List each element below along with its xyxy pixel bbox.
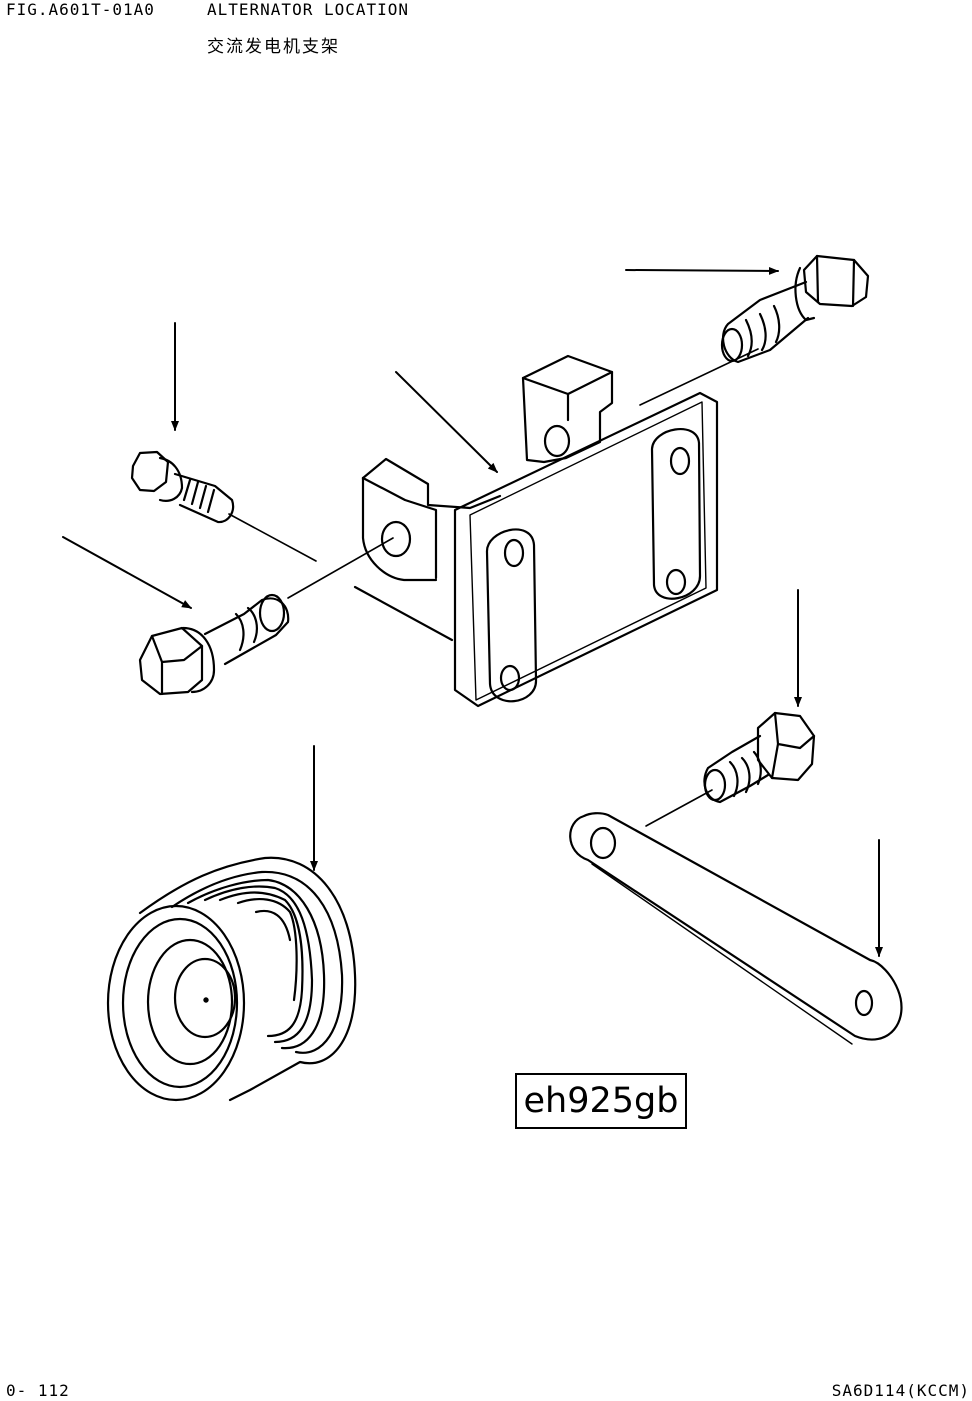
- flange-bolt-icon: [138, 593, 290, 696]
- assembly-lines: [228, 348, 759, 827]
- pulley-icon: [106, 856, 357, 1102]
- adjusting-link-icon: [569, 812, 903, 1045]
- flange-bolt-icon: [130, 450, 235, 524]
- reference-code-box: eh925gb: [515, 1073, 687, 1129]
- page-title: ALTERNATOR LOCATION: [207, 0, 410, 19]
- arrow-to-top-right-bolt: [625, 266, 779, 275]
- pointer-arrows: [62, 266, 883, 957]
- page-title-chinese: 交流发电机支架: [207, 37, 340, 57]
- model-code: SA6D114(KCCM): [831, 1381, 970, 1400]
- flange-bolt-icon: [720, 254, 870, 364]
- hex-bolt-icon: [703, 711, 816, 804]
- arrow-to-left-bolt: [62, 536, 192, 609]
- page-number: 0- 112: [6, 1381, 70, 1400]
- arrow-to-bracket: [395, 371, 498, 473]
- figure-number: FIG.A601T-01A0: [6, 0, 155, 19]
- bracket-plate-icon: [353, 354, 719, 708]
